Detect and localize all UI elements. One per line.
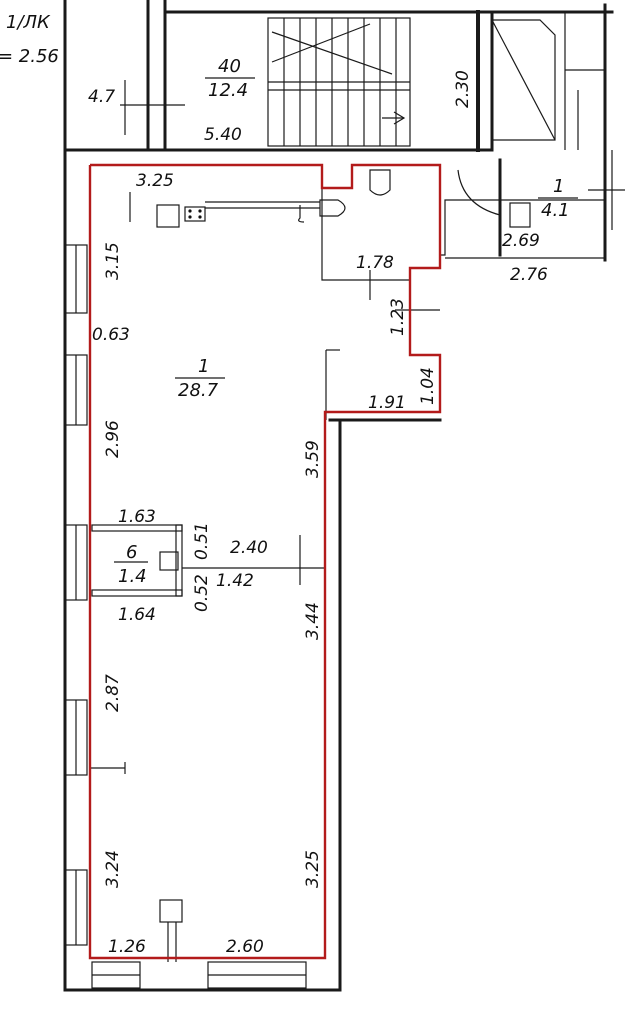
dimension-label: 1.63 <box>118 507 156 527</box>
corner-title-a: 1/ЛК <box>6 12 51 33</box>
dimension-label: 5.40 <box>204 125 242 145</box>
dimension-label: 0.52 <box>192 574 212 612</box>
stairwell-block <box>163 0 614 262</box>
dimension-label: 3.44 <box>303 602 323 640</box>
room-area: 28.7 <box>178 380 219 401</box>
shaft-icon <box>159 899 183 923</box>
room-area: 4.1 <box>541 200 570 221</box>
labels: 1/ЛК = 2.56 40 12.4 1 4.1 1 28.7 6 1.4 4… <box>0 12 578 957</box>
dimension-label: 2.76 <box>510 265 548 285</box>
stove-icon <box>184 206 206 222</box>
exterior-wall-left <box>63 0 185 992</box>
toilet-icon <box>369 169 391 196</box>
dimension-label: 1.26 <box>108 937 146 957</box>
corner-title-b: = 2.56 <box>0 46 59 67</box>
interior-partitions <box>90 150 625 774</box>
dimension-label: 2.96 <box>103 420 123 458</box>
exterior-wall-bottom <box>63 418 342 992</box>
dimension-label: 2.69 <box>502 231 540 251</box>
shaft-icon <box>509 202 531 228</box>
dimension-label: 3.59 <box>303 440 323 478</box>
sink-icon <box>156 204 180 228</box>
dimension-label: 1.23 <box>388 298 408 336</box>
dimension-label: 0.51 <box>192 522 212 560</box>
room-number: 1 <box>198 356 209 377</box>
dimension-label: 1.04 <box>418 367 438 405</box>
fixtures <box>156 169 531 962</box>
dimension-label: 3.25 <box>303 850 323 888</box>
dimension-label: 1.42 <box>216 571 254 591</box>
dimension-label: 1.64 <box>118 605 156 625</box>
dimension-label: 2.40 <box>230 538 268 558</box>
room-number: 6 <box>126 542 137 563</box>
dimension-label: 2.87 <box>103 674 123 712</box>
room-number: 1 <box>553 176 564 197</box>
dimension-label: 3.25 <box>136 171 174 191</box>
dimension-label: 1.78 <box>356 253 394 273</box>
room-area: 1.4 <box>118 566 147 587</box>
shaft-icon <box>159 551 179 571</box>
dimension-label: 1.91 <box>368 393 406 413</box>
dimension-label: 0.63 <box>92 325 130 345</box>
washbasin-icon <box>298 205 305 223</box>
room-area: 12.4 <box>208 80 248 101</box>
dimension-label: 3.24 <box>103 850 123 888</box>
room-number: 40 <box>218 56 241 77</box>
adjacent-bath-fixtures <box>491 19 556 141</box>
dimension-label: 3.15 <box>103 242 123 280</box>
staircase <box>267 17 411 147</box>
toilet-icon <box>319 199 346 217</box>
dimension-label: 4.7 <box>88 87 115 107</box>
dimension-label: 2.60 <box>226 937 264 957</box>
unit-boundary <box>88 163 442 960</box>
dimension-label: 2.30 <box>453 70 473 108</box>
